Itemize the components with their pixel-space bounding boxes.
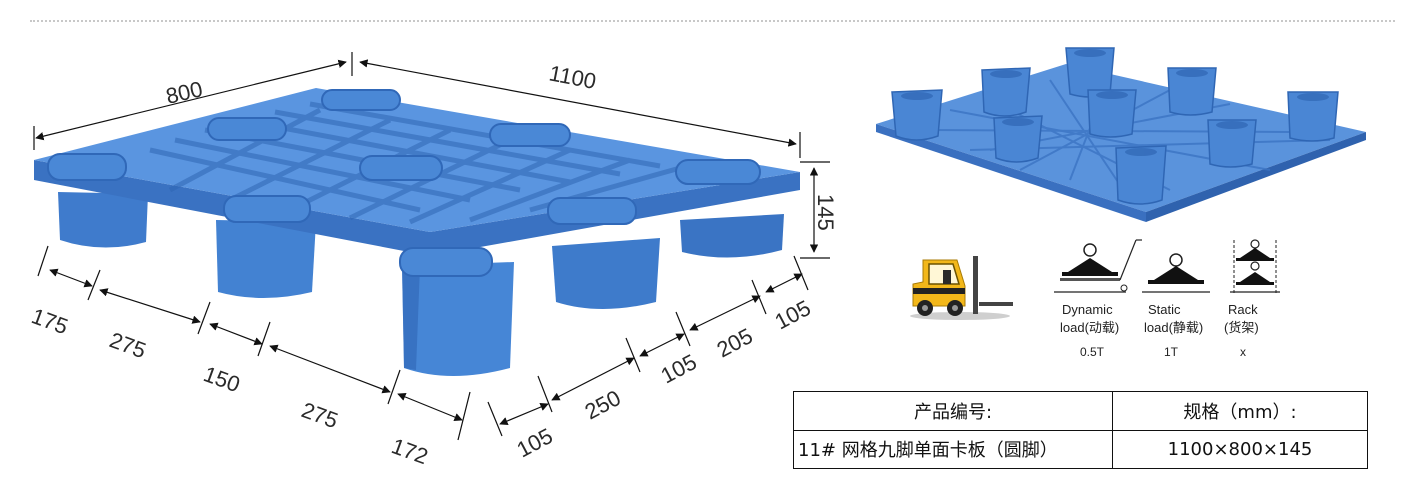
dynamic-label-en: Dynamic bbox=[1062, 302, 1113, 317]
dotted-divider bbox=[30, 20, 1395, 22]
dim-side-2: 250 bbox=[581, 385, 625, 424]
load-icons bbox=[1054, 239, 1280, 294]
rack-icon bbox=[1230, 239, 1280, 294]
dynamic-label-cn: load(动载) bbox=[1060, 320, 1119, 335]
dim-side-3: 105 bbox=[657, 349, 701, 388]
static-label-cn: load(静载) bbox=[1144, 320, 1203, 335]
underside-feet bbox=[891, 47, 1339, 205]
dim-front-4: 275 bbox=[298, 397, 341, 433]
dim-front-1: 175 bbox=[28, 303, 71, 339]
dim-side-4: 205 bbox=[713, 323, 757, 362]
forklift-icon bbox=[910, 256, 1013, 320]
rack-value: x bbox=[1240, 345, 1246, 359]
dim-side-5: 105 bbox=[771, 295, 815, 334]
static-load-icon bbox=[1142, 253, 1210, 293]
pallet-deck-edge bbox=[34, 160, 800, 256]
pallet-underside-view bbox=[876, 47, 1366, 222]
dynamic-load-icon bbox=[1054, 239, 1142, 293]
spec-header-row: 产品编号: 规格（mm）: bbox=[793, 391, 1368, 431]
dim-front-2: 275 bbox=[106, 327, 149, 363]
dim-length: 1100 bbox=[547, 60, 598, 94]
spec-table: 产品编号: 规格（mm）: 11# 网格九脚单面卡板（圆脚） 1100×800×… bbox=[793, 391, 1368, 469]
rack-label-en: Rack bbox=[1228, 302, 1258, 317]
spec-product-name: 11# 网格九脚单面卡板（圆脚） bbox=[793, 429, 1113, 469]
dim-side-1: 105 bbox=[513, 423, 557, 462]
dim-front-5: 172 bbox=[388, 433, 431, 469]
static-value: 1T bbox=[1164, 345, 1179, 359]
dynamic-value: 0.5T bbox=[1080, 345, 1105, 359]
rack-label-cn: (货架) bbox=[1224, 320, 1259, 335]
pallet-dimension-drawing: 800 1100 145 175 275 150 275 172 105 250… bbox=[28, 52, 838, 469]
pallet-legs bbox=[58, 192, 784, 376]
spec-header-size: 规格（mm）: bbox=[1112, 391, 1368, 431]
dimension-lines bbox=[33, 52, 830, 441]
dim-width: 800 bbox=[164, 76, 205, 109]
spec-product-size: 1100×800×145 bbox=[1112, 429, 1368, 469]
table-row: 11# 网格九脚单面卡板（圆脚） 1100×800×145 bbox=[793, 429, 1368, 469]
spec-header-code: 产品编号: bbox=[793, 391, 1113, 431]
dim-front-3: 150 bbox=[200, 361, 243, 397]
static-label-en: Static bbox=[1148, 302, 1181, 317]
dim-height: 145 bbox=[813, 194, 838, 231]
load-labels: Dynamic load(动载) 0.5T Static load(静载) 1T… bbox=[1060, 302, 1259, 359]
